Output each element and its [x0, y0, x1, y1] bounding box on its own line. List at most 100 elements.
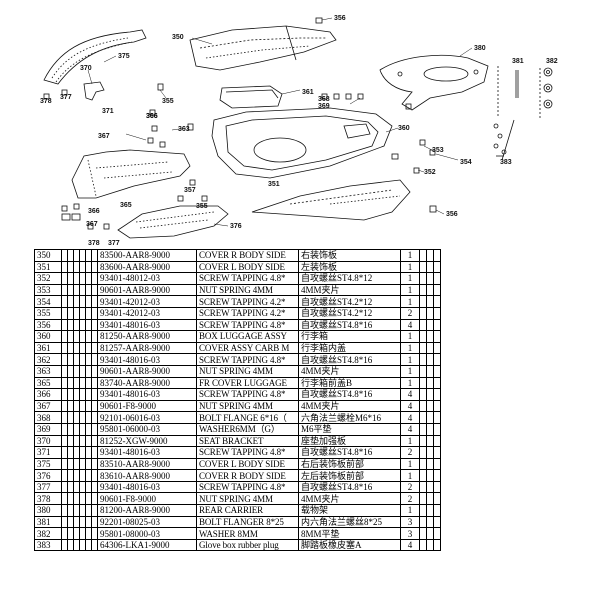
cell-blank: [426, 249, 434, 262]
cell-part-number: 93401-42012-03: [97, 306, 197, 320]
cell-description: NUT SPRING 4MM: [196, 283, 299, 297]
cell-blank: [433, 353, 441, 366]
cell-description: SCREW TAPPING 4.2*: [196, 306, 299, 320]
cell-ref-no: 360: [34, 330, 62, 343]
cell-chinese-name: 自攻螺丝ST4.8*16: [298, 318, 401, 332]
cell-chinese-name: 行李箱: [298, 330, 401, 343]
cell-part-number: 83500-AAR8-9000: [97, 249, 197, 262]
cell-quantity: 2: [400, 446, 420, 459]
cell-quantity: 1: [400, 469, 420, 482]
cell-blank: [419, 422, 427, 436]
callout-381: 381: [512, 58, 524, 65]
cell-part-number: 90601-F8-9000: [97, 492, 197, 506]
cell-chinese-name: 载物架: [298, 504, 401, 517]
callout-369: 369: [318, 103, 330, 110]
callout-376: 376: [230, 223, 242, 230]
cell-part-number: 81200-AAR8-9000: [97, 504, 197, 517]
cell-part-number: 93401-48012-03: [97, 272, 197, 285]
cell-blank: [433, 492, 441, 506]
cell-blank: [419, 353, 427, 366]
cell-ref-no: 370: [34, 434, 62, 448]
callout-370: 370: [80, 65, 92, 72]
cell-blank: [419, 283, 427, 297]
cell-ref-no: 361: [34, 341, 62, 355]
cell-ref-no: 380: [34, 504, 62, 517]
cell-part-number: 83510-AAR8-9000: [97, 457, 197, 471]
part-376-body-side-front: [117, 205, 229, 239]
cell-chinese-name: 右后装饰板前部: [298, 457, 401, 471]
cell-chinese-name: 右装饰板: [298, 249, 401, 262]
cell-blank: [426, 330, 434, 343]
diagram-canvas: 3503563753703783773713553613803813823683…: [40, 15, 558, 247]
cell-quantity: 1: [400, 295, 420, 308]
cell-blank: [426, 376, 434, 390]
cell-ref-no: 381: [34, 515, 62, 529]
cell-chinese-name: 左装饰板: [298, 260, 401, 274]
hardware-bolts-washers: [493, 66, 553, 161]
cell-ref-no: 353: [34, 283, 62, 297]
cell-quantity: 1: [400, 434, 420, 448]
cell-description: FR COVER LUGGAGE: [196, 376, 299, 390]
cell-part-number: 81257-AAR8-9000: [97, 341, 197, 355]
cell-blank: [419, 306, 427, 320]
cell-chinese-name: 脚踏板橡皮塞A: [298, 538, 401, 552]
cell-part-number: 93401-48016-03: [97, 353, 197, 366]
cell-blank: [426, 260, 434, 274]
cell-quantity: 1: [400, 376, 420, 390]
cell-quantity: 1: [400, 272, 420, 285]
cell-part-number: 90601-AAR8-9000: [97, 364, 197, 378]
part-361-inner-cover: [219, 85, 283, 109]
cell-blank: [419, 364, 427, 378]
callout-366: 366: [146, 113, 158, 120]
cell-blank: [426, 411, 434, 424]
cell-quantity: 1: [400, 364, 420, 378]
cell-ref-no: 368: [34, 411, 62, 424]
cell-blank: [419, 376, 427, 390]
callout-366: 366: [146, 113, 158, 120]
cell-blank: [426, 388, 434, 401]
cell-blank: [426, 504, 434, 517]
callout-355: 355: [196, 203, 208, 210]
cell-ref-no: 350: [34, 249, 62, 262]
callout-360: 360: [398, 125, 410, 132]
cell-part-number: 95801-06000-03: [97, 422, 197, 436]
callout-351: 351: [268, 181, 280, 188]
cell-ref-no: 376: [34, 469, 62, 482]
cell-chinese-name: 行李箱内盖: [298, 341, 401, 355]
cell-description: SCREW TAPPING 4.8*: [196, 388, 299, 401]
cell-blank: [433, 515, 441, 529]
cell-blank: [419, 272, 427, 285]
cell-description: SCREW TAPPING 4.8*: [196, 318, 299, 332]
cell-ref-no: 355: [34, 306, 62, 320]
cell-blank: [433, 318, 441, 332]
cell-blank: [433, 306, 441, 320]
cell-blank: [419, 434, 427, 448]
cell-part-number: 95801-08000-03: [97, 527, 197, 540]
cell-part-number: 92201-08025-03: [97, 515, 197, 529]
cell-blank: [433, 457, 441, 471]
cell-blank: [419, 249, 427, 262]
cell-chinese-name: 自攻螺丝ST4.2*12: [298, 306, 401, 320]
cell-quantity: 3: [400, 527, 420, 540]
cell-blank: [419, 446, 427, 459]
cell-blank: [426, 527, 434, 540]
cell-ref-no: 369: [34, 422, 62, 436]
cell-quantity: 1: [400, 341, 420, 355]
cell-blank: [419, 480, 427, 494]
cell-blank: [419, 295, 427, 308]
cell-part-number: 83600-AAR8-9000: [97, 260, 197, 274]
cell-ref-no: 362: [34, 353, 62, 366]
cell-quantity: 1: [400, 260, 420, 274]
